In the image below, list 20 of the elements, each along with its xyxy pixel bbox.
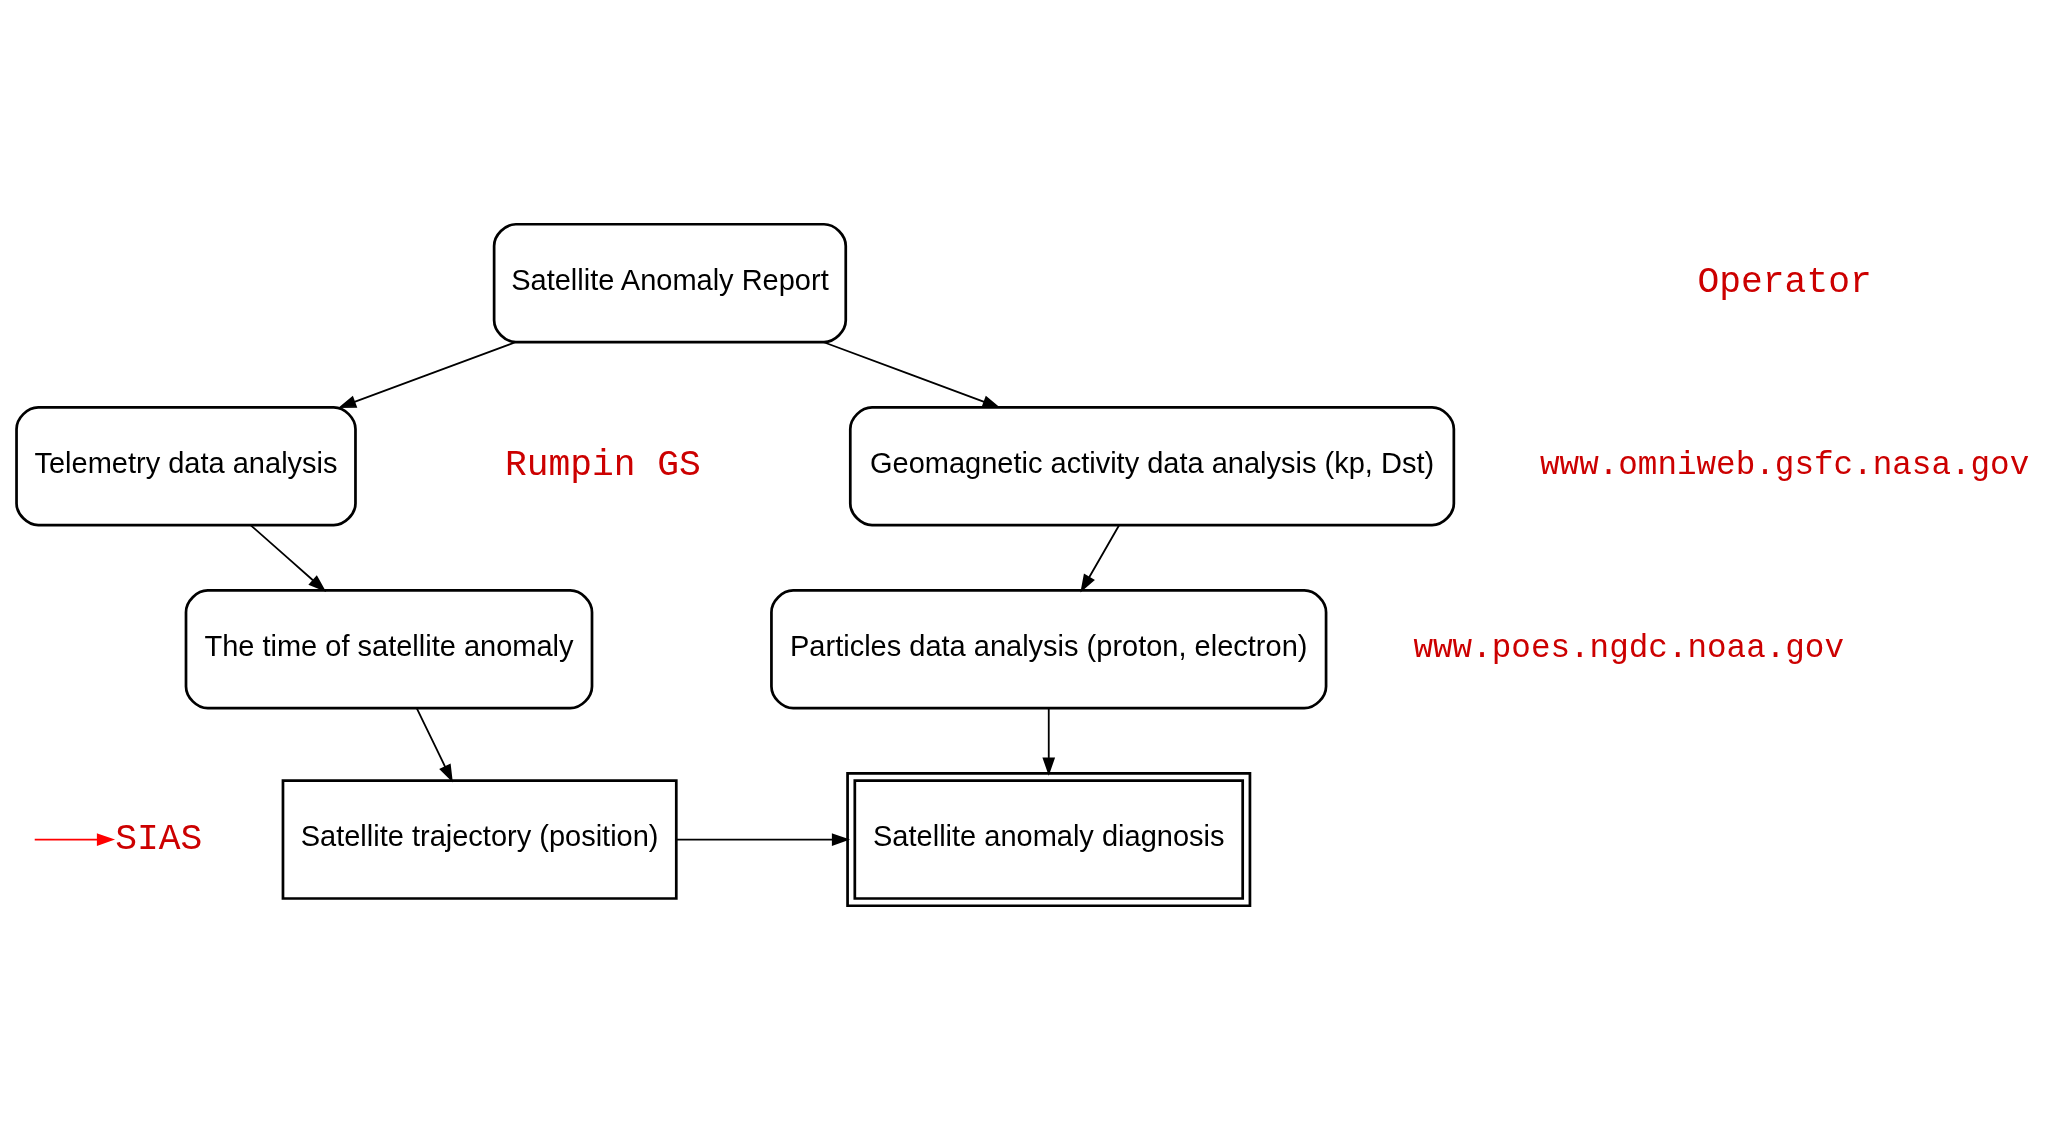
node-text: SIAS bbox=[114, 818, 202, 860]
arrow bbox=[1041, 707, 1055, 776]
node-box: Satellite Anomaly Report bbox=[492, 222, 847, 343]
arrow bbox=[1079, 523, 1120, 592]
node-box: Geomagnetic activity data analysis (kp, Dst) bbox=[848, 405, 1455, 526]
label: Rumpin GS bbox=[504, 444, 701, 486]
arrow bbox=[337, 340, 516, 408]
arrow bbox=[249, 523, 326, 592]
arrow bbox=[33, 832, 115, 846]
label: www.poes.ngdc.noaa.gov bbox=[1412, 629, 1844, 667]
arrow bbox=[822, 340, 1001, 408]
label: www.omniweb.gsfc.nasa.gov bbox=[1539, 446, 2029, 484]
node-box: Satellite trajectory (position) bbox=[281, 778, 678, 900]
node-box: Satellite anomaly diagnosis bbox=[845, 771, 1251, 907]
node-box: Particles data analysis (proton, electron) bbox=[769, 588, 1327, 710]
label: Operator bbox=[1697, 261, 1872, 303]
node-box: The time of satellite anomaly bbox=[184, 588, 593, 710]
arrow bbox=[415, 707, 453, 783]
arrow bbox=[674, 832, 850, 846]
node-box: Telemetry data analysis bbox=[14, 405, 357, 526]
